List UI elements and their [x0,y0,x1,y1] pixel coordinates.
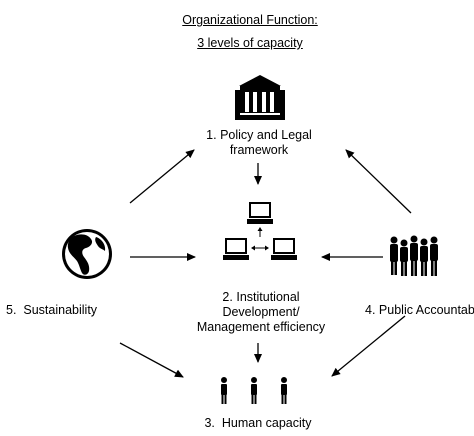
sustainability-number: 5. [6,303,17,317]
institutional-line3: Management efficiency [196,320,326,334]
sustainability-line1: Sustainability [23,303,98,317]
crowd-icon [390,235,438,276]
arrow-sustainability-to-human [119,342,184,378]
human-number: 3. [204,416,215,430]
institutional-node-label: 2. Institutional Development/ Management… [193,290,329,335]
policy-node-label: 1. Policy and Legal framework [195,128,323,158]
public-line1: Public Accountabili [378,303,474,317]
public-node-label: 4. Public Accountabili [365,303,474,318]
diagram-title-line2: 3 levels of capacity [197,36,303,50]
arrow-public-to-human [331,315,406,377]
policy-line2: framework [229,143,289,157]
human-line1: Human capacity [221,416,312,430]
arrow-public-to-policy [345,149,412,214]
institutional-number: 2. [222,290,233,304]
diagram-title-line1: Organizational Function: [182,13,318,27]
institutional-line2: Development/ [222,305,300,319]
globe-icon [62,229,112,279]
sustainability-node-label: 5. Sustainability [6,303,97,318]
institutional-line1: Institutional [236,290,300,304]
policy-line1: Policy and Legal [220,128,312,142]
people-figures-icon [221,377,287,404]
computer-network-icon [223,202,297,260]
public-number: 4. [365,303,376,317]
government-building-icon [235,75,285,120]
policy-number: 1. [206,128,217,142]
human-node-label: 3. Human capacity [188,416,328,431]
arrow-sustainability-to-policy [129,149,195,204]
